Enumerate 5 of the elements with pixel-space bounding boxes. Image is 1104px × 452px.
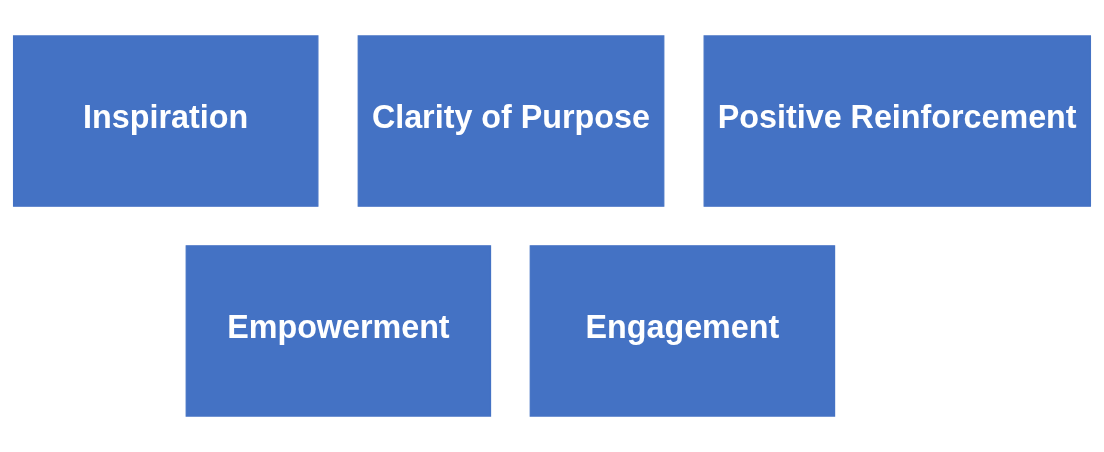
node-box: Positive Reinforcement	[703, 35, 1092, 207]
node-box: Inspiration	[12, 35, 319, 207]
node-box: Engagement	[529, 245, 836, 417]
node-box: Clarity of Purpose	[357, 35, 665, 207]
node-box: Empowerment	[185, 245, 492, 417]
